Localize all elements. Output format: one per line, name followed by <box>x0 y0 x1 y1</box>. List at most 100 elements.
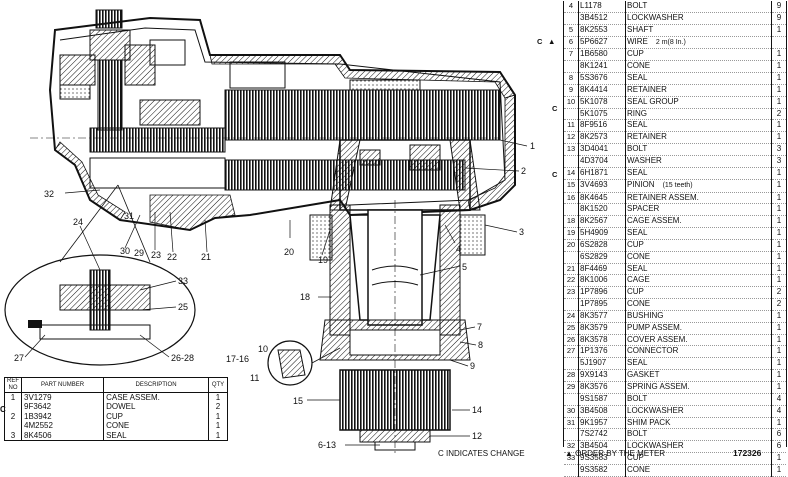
description-text: PINION <box>627 179 655 189</box>
qty-cell: 1 <box>771 357 786 371</box>
qty-cell: 1 <box>771 464 786 477</box>
qty-cell: 1 <box>771 131 786 145</box>
description-cell: CONE <box>625 298 772 311</box>
qty-cell: 1 <box>771 24 786 37</box>
qty-cell: 1 <box>771 72 786 85</box>
description-cell: BOLT <box>625 393 772 406</box>
part-number-cell: 5H4909 <box>578 227 626 240</box>
part-number-cell: 8K1241 <box>578 60 626 74</box>
callout-30: 30 <box>120 246 130 256</box>
callout-9: 9 <box>470 361 475 371</box>
callout-21: 21 <box>201 252 211 262</box>
ref-no-cell: 16 <box>564 192 579 205</box>
part-number-cell: 8K3576 <box>578 381 626 394</box>
ref-no-cell <box>564 464 579 477</box>
description-text: CUP <box>627 239 644 249</box>
description-text: SEAL <box>627 73 648 83</box>
ref-no-cell: 5 <box>564 24 579 37</box>
description-text: SEAL GROUP <box>627 96 679 106</box>
part-number-cell: 1B6580 <box>578 48 626 62</box>
qty-cell: 1 <box>771 167 786 180</box>
description-cell: DOWEL <box>103 402 209 412</box>
description-cell: SHIM PACK <box>625 417 772 430</box>
part-number-cell: 5S3676 <box>578 72 626 85</box>
ref-no-cell <box>564 203 579 217</box>
description-cell: CUP <box>625 286 772 300</box>
part-number-cell: 6S2828 <box>578 239 626 252</box>
description-note: 2 m(8 In.) <box>655 38 686 46</box>
part-number-cell: 3B4512 <box>578 12 626 25</box>
ref-no-cell: 1 <box>4 392 22 403</box>
description-cell: SPRING ASSEM. <box>625 381 772 394</box>
part-number-cell: 8K2553 <box>578 24 626 37</box>
qty-cell: 1 <box>771 203 786 217</box>
ref-no-cell: 25 <box>564 322 579 335</box>
description-text: BOLT <box>627 393 648 403</box>
ref-no-cell: 11 <box>564 119 579 133</box>
description-cell: SEAL <box>625 167 772 180</box>
part-number-cell: 8K2573 <box>578 131 626 145</box>
description-text: SPACER <box>627 204 660 214</box>
qty-cell: 1 <box>208 392 228 403</box>
ref-no-cell <box>564 12 579 25</box>
callout-23: 23 <box>151 250 161 260</box>
qty-cell: 1 <box>771 452 786 465</box>
ref-no-cell: 31 <box>564 417 579 430</box>
description-cell: SEAL <box>625 72 772 85</box>
description-cell: CASE ASSEM. <box>103 392 209 403</box>
ref-no-cell: 24 <box>564 310 579 323</box>
part-number-cell: 5K1078 <box>578 96 626 109</box>
part-number-cell: 9K1957 <box>578 417 626 430</box>
qty-cell: 6 <box>771 440 786 454</box>
ref-no-cell: 7 <box>564 48 579 62</box>
ref-no-cell: 19 <box>564 227 579 240</box>
ref-no-cell: 14 <box>564 167 579 180</box>
part-number-cell: 7S2742 <box>578 428 626 442</box>
qty-cell: 1 <box>771 334 786 347</box>
header-ref-no: REF NO <box>4 377 22 393</box>
part-number-cell: 8K1006 <box>578 274 626 288</box>
part-number-cell: 8F9516 <box>578 119 626 133</box>
qty-cell: 1 <box>771 192 786 205</box>
description-text: BOLT <box>627 429 648 439</box>
callout-6-13: 6-13 <box>318 440 336 450</box>
ref-no-cell: 6 <box>564 36 579 50</box>
description-cell: SEAL <box>625 119 772 133</box>
description-text: SEAL <box>627 228 648 238</box>
description-cell: WASHER <box>625 155 772 168</box>
description-text: SHIM PACK <box>627 417 671 427</box>
description-cell: CONNECTOR <box>625 345 772 359</box>
upper-gear-stack <box>59 9 186 131</box>
qty-cell: 1 <box>771 251 786 264</box>
part-number-cell: 3B4504 <box>578 440 626 454</box>
qty-cell: 1 <box>771 369 786 382</box>
qty-cell: 4 <box>771 393 786 406</box>
callout-5: 5 <box>462 262 467 272</box>
qty-cell: 3 <box>771 143 786 156</box>
ref-no-cell <box>564 108 579 121</box>
part-number-cell: 3B4508 <box>578 405 626 418</box>
description-text: RETAINER <box>627 132 667 142</box>
description-text: GASKET <box>627 370 660 380</box>
description-text: SPRING ASSEM. <box>627 382 690 391</box>
qty-cell: 1 <box>208 430 228 441</box>
ref-no-cell: 20 <box>564 239 579 252</box>
ref-no-cell: 32 <box>564 440 579 454</box>
ref-no-cell <box>564 393 579 406</box>
ref-no-cell: 30 <box>564 405 579 418</box>
drawing-svg: 1 2 3 4 5 7 8 9 18 10 17-16 11 15 14 12 … <box>4 9 535 455</box>
qty-cell: 1 <box>771 119 786 133</box>
